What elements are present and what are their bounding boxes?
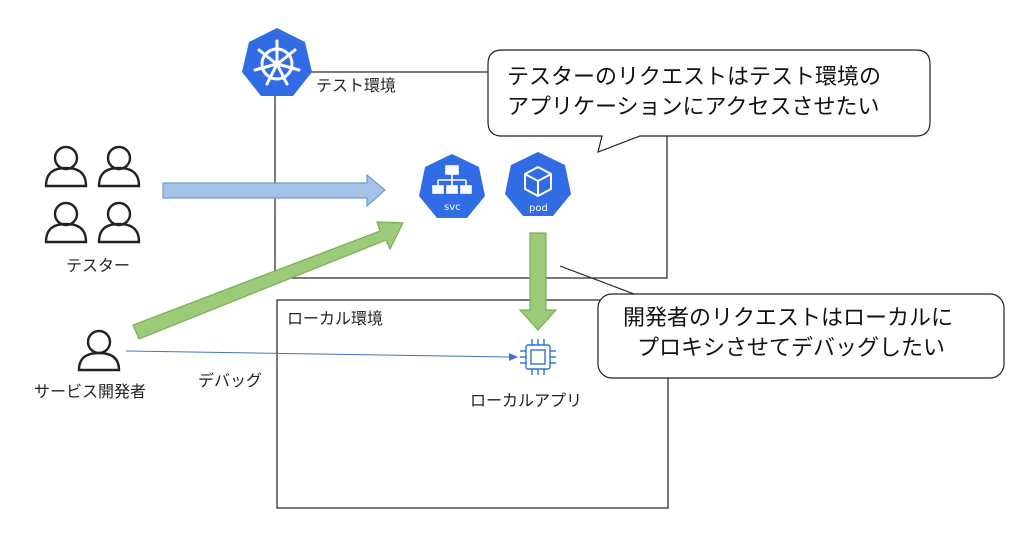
tester-arrow: [162, 173, 386, 208]
dev-callout-bubble: [597, 293, 1005, 379]
processor-chip-icon: [520, 339, 556, 375]
svc-label: svc: [444, 202, 461, 213]
k8s-pod-icon: [505, 152, 571, 216]
person-icon: [44, 201, 88, 244]
person-icon: [44, 145, 88, 188]
pod-to-local-arrow: [518, 232, 558, 331]
person-icon: [97, 201, 141, 244]
k8s-service-icon: [419, 154, 485, 218]
pod-label: pod: [529, 203, 548, 214]
person-icon: [77, 329, 121, 372]
developer-to-svc-arrow: [132, 221, 404, 340]
debug-line-arrowhead: [509, 353, 518, 361]
test-environment-label: テスト環境: [316, 76, 397, 95]
debug-label: デバッグ: [198, 371, 263, 390]
dev-callout-line2: プロキシさせてデバッグしたい: [637, 336, 946, 361]
test-environment-box: [274, 71, 668, 279]
tester-callout-bubble: [487, 49, 931, 153]
kubernetes-logo-icon: [242, 28, 312, 96]
local-environment-box: [276, 299, 669, 509]
testers-label: テスター: [66, 256, 131, 275]
tester-callout-line1: テスターのリクエストはテスト環境の: [507, 65, 882, 90]
debug-line: [125, 350, 513, 358]
local-environment-label: ローカル環境: [287, 309, 384, 328]
tester-callout-line2: アプリケーションにアクセスさせたい: [507, 95, 880, 120]
person-icon: [97, 145, 141, 188]
service-developer-label: サービス開発者: [34, 382, 147, 401]
dev-callout-line1: 開発者のリクエストはローカルに: [623, 306, 954, 331]
local-app-label: ローカルアプリ: [470, 391, 583, 410]
